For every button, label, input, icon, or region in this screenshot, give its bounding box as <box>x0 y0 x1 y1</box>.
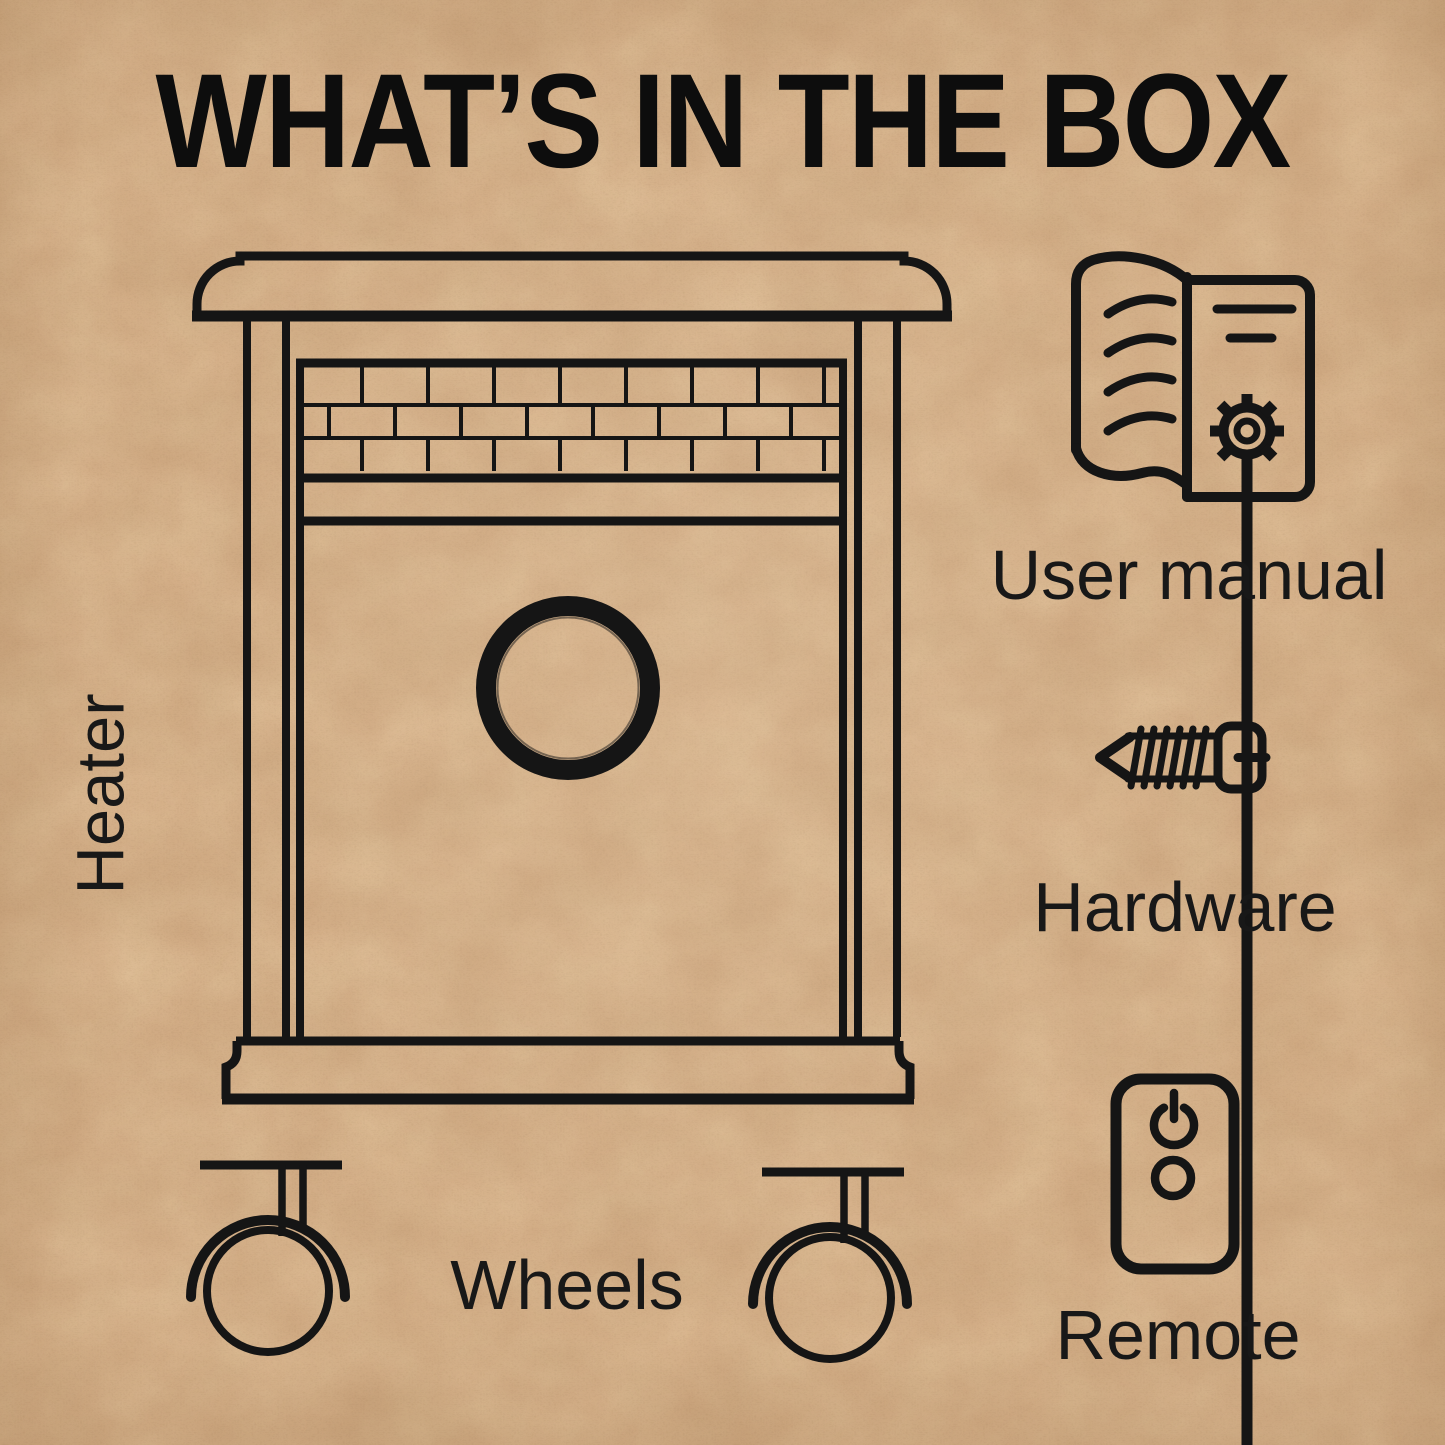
label-remote: Remote <box>1055 1296 1301 1374</box>
remote-button <box>1150 1155 1196 1201</box>
remote-control-icon <box>1110 1073 1240 1275</box>
caster-fork-arc <box>748 1222 912 1309</box>
screw-tip <box>1095 732 1135 783</box>
gear-icon <box>1210 394 1284 1445</box>
book-left-page <box>1071 251 1192 455</box>
label-hardware: Hardware <box>1033 868 1337 946</box>
label-wheels: Wheels <box>450 1246 684 1324</box>
caster-fork-arc <box>186 1215 350 1302</box>
heater-top-cap <box>192 251 952 317</box>
caster-wheel <box>765 1233 895 1363</box>
caster-wheel-right-icon <box>748 1167 912 1363</box>
screw-icon <box>1095 721 1271 794</box>
page-title: WHAT’S IN THE BOX <box>155 47 1292 196</box>
label-user-manual: User manual <box>990 536 1388 614</box>
caster-wheel-left-icon <box>186 1160 350 1356</box>
label-heater: Heater <box>63 693 139 895</box>
heater-grille-mesh <box>304 367 839 471</box>
remote-body <box>1110 1073 1240 1275</box>
power-icon <box>1149 1088 1199 1150</box>
heater-port-circle <box>476 596 660 780</box>
book-right-cover <box>1182 275 1315 502</box>
caster-wheel <box>203 1226 333 1356</box>
book-page-curl <box>1071 443 1192 490</box>
user-manual-book-icon <box>1071 251 1315 1445</box>
heater-line-drawing <box>192 251 952 1105</box>
